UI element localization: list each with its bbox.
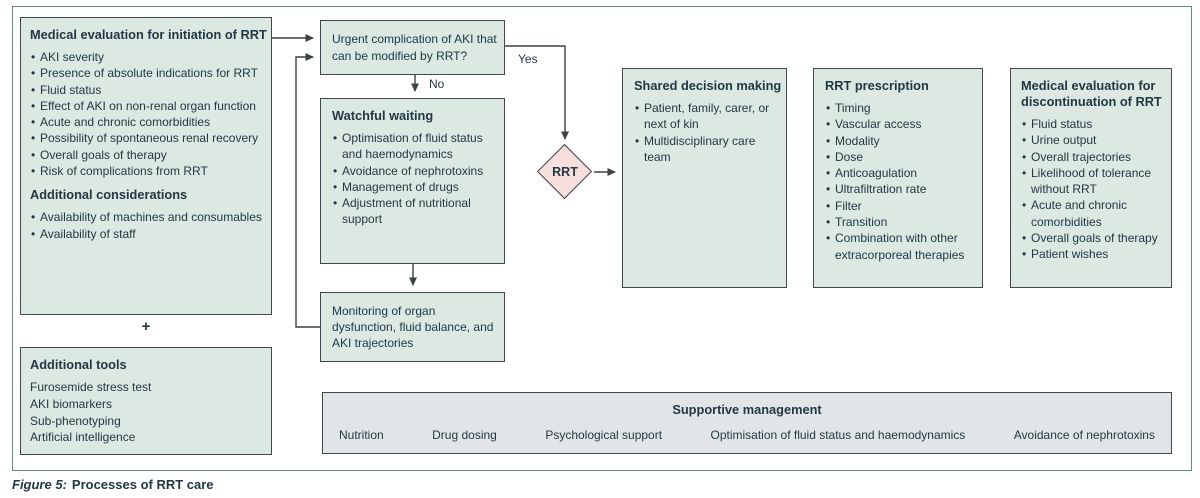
plus-connector: +: [141, 318, 151, 335]
list-item: Ultrafiltration rate: [825, 181, 978, 198]
bullet-list: TimingVascular accessModalityDoseAnticoa…: [825, 100, 978, 263]
caption-label: Figure 5:: [12, 477, 67, 492]
box-title: Watchful waiting: [332, 108, 434, 123]
box-shared-decision-making: Shared decision making Patient, family, …: [622, 68, 787, 288]
edge-label-yes: Yes: [518, 52, 538, 66]
list-item: Timing: [825, 100, 978, 117]
box-title: Shared decision making: [634, 78, 782, 93]
list-item: Adjustment of nutritional support: [332, 195, 500, 228]
list-item: Artificial intelligence: [30, 430, 136, 445]
list-item: Optimisation of fluid status and haemody…: [332, 130, 500, 163]
list-item: Filter: [825, 198, 978, 215]
edge-label-no: No: [429, 77, 445, 91]
bullet-list: Fluid statusUrine outputOverall trajecto…: [1021, 116, 1167, 263]
list-item: Fluid status: [30, 82, 267, 99]
list-item: Acute and chronic comorbidities: [1021, 197, 1167, 230]
list-item: Presence of absolute indications for RRT: [30, 65, 267, 82]
list-item: Avoidance of nephrotoxins: [1013, 428, 1155, 442]
box-rrt-prescription: RRT prescription TimingVascular accessMo…: [813, 68, 983, 288]
box-title: Medical evaluation for initiation of RRT: [30, 27, 267, 42]
list-item: Nutrition: [339, 428, 384, 442]
list-item: Modality: [825, 133, 978, 150]
list-item: Effect of AKI on non-renal organ functio…: [30, 98, 267, 115]
list-item: AKI severity: [30, 49, 267, 66]
list-item: Optimisation of fluid status and haemody…: [710, 428, 966, 442]
list-item: Availability of staff: [30, 226, 267, 243]
list-item: Drug dosing: [432, 428, 497, 442]
bullet-list: AKI severityPresence of absolute indicat…: [30, 49, 267, 180]
list-item: Patient wishes: [1021, 246, 1167, 263]
diamond-label: RRT: [552, 165, 578, 179]
list-item: Urine output: [1021, 132, 1167, 149]
list-item: Management of drugs: [332, 179, 500, 196]
supportive-items-row: Nutrition Drug dosing Psychological suppor…: [339, 427, 1155, 444]
list-item: Combination with other extracorporeal th…: [825, 230, 978, 263]
list-item: Fluid status: [1021, 116, 1167, 133]
list-item: Dose: [825, 149, 978, 166]
rrt-decision-diamond: RRT: [535, 142, 595, 202]
box-title: Supportive management: [672, 402, 822, 417]
bullet-list: Patient, family, carer, or next of kinMu…: [634, 100, 782, 165]
box-medical-evaluation-discontinuation: Medical evaluation for discontinuation o…: [1010, 68, 1172, 288]
box-supportive-management: Supportive management Nutrition Drug dosi…: [322, 392, 1172, 454]
figure-caption: Figure 5: Processes of RRT care: [12, 477, 214, 492]
list-item: Psychological support: [545, 428, 663, 442]
list-item: Likelihood of tolerance without RRT: [1021, 165, 1167, 198]
box-title: Medical evaluation for discontinuation o…: [1021, 78, 1162, 109]
box-watchful-waiting: Watchful waiting Optimisation of fluid s…: [320, 98, 505, 264]
box-subtitle: Additional considerations: [30, 187, 188, 203]
list-item: Avoidance of nephrotoxins: [332, 163, 500, 180]
box-monitoring: Monitoring of organ dysfunction, fluid b…: [320, 292, 505, 362]
list-item: Vascular access: [825, 116, 978, 133]
list-item: Overall trajectories: [1021, 149, 1167, 166]
caption-text: Processes of RRT care: [71, 477, 214, 492]
list-item: Transition: [825, 214, 978, 231]
list-item: Availability of machines and consumables: [30, 209, 267, 226]
list-item: Risk of complications from RRT: [30, 163, 267, 180]
list-item: Multidisciplinary care team: [634, 133, 782, 166]
box-title: RRT prescription: [825, 78, 929, 93]
list-item: Overall goals of therapy: [1021, 230, 1167, 247]
list-item: Acute and chronic comorbidities: [30, 114, 267, 131]
bullet-list: Availability of machines and consumables…: [30, 209, 267, 242]
box-title: Additional tools: [30, 357, 127, 372]
list-item: Anticoagulation: [825, 165, 978, 182]
list-item: Sub-phenotyping: [30, 413, 121, 428]
box-medical-evaluation-initiation: Medical evaluation for initiation of RRT…: [20, 17, 272, 315]
list-item: Furosemide stress test: [30, 380, 152, 394]
list-item: Overall goals of therapy: [30, 147, 267, 164]
list-item: AKI biomarkers: [30, 396, 113, 411]
box-urgent-complication-question: Urgent complication of AKI that can be m…: [320, 20, 505, 75]
box-text: Urgent complication of AKI that can be m…: [332, 32, 497, 63]
box-text: Monitoring of organ dysfunction, fluid b…: [332, 303, 494, 351]
bullet-list: Optimisation of fluid status and haemody…: [332, 130, 500, 228]
list-item: Patient, family, carer, or next of kin: [634, 100, 782, 133]
list-item: Possibility of spontaneous renal recover…: [30, 130, 267, 147]
